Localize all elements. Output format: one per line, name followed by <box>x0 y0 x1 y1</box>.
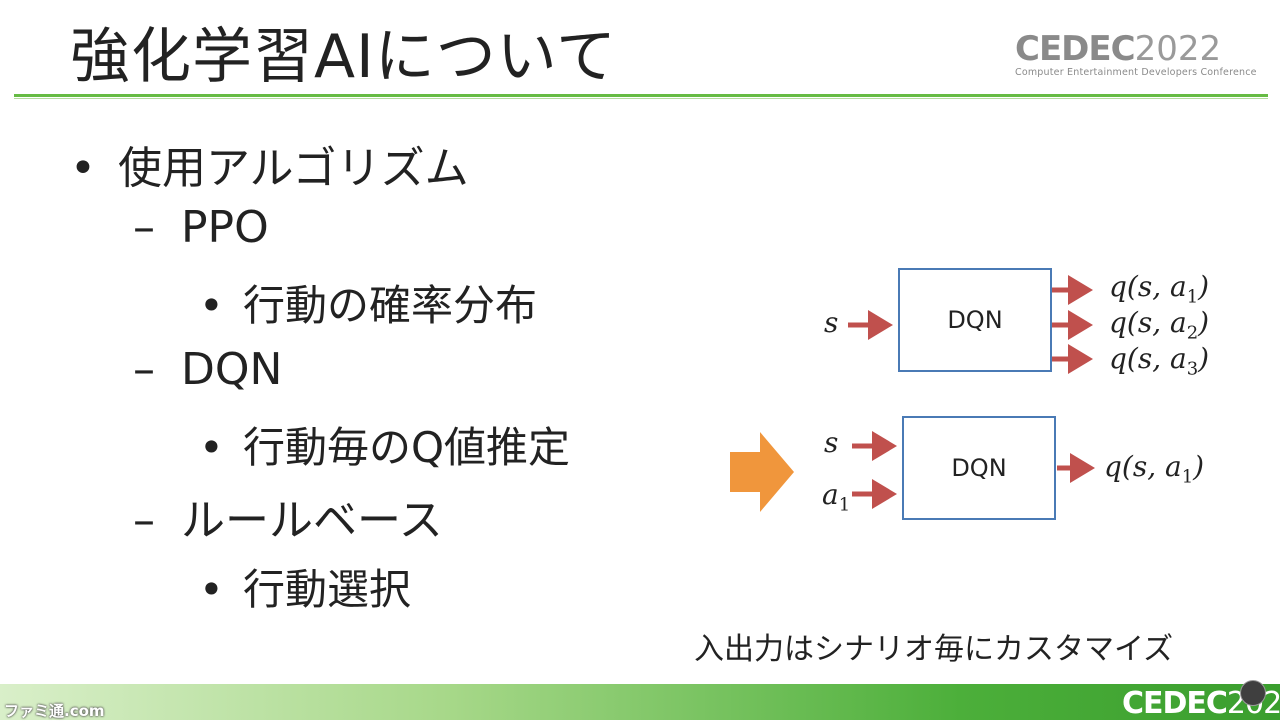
dqn-box-label: DQN <box>951 454 1007 482</box>
bullet-marker: • <box>199 565 224 614</box>
dash-marker: – <box>133 344 155 395</box>
bullet-rulebase-detail: • 行動選択 <box>199 556 411 617</box>
logo-subtitle: Computer Entertainment Developers Confer… <box>1015 67 1257 78</box>
input-label-a1: a1 <box>822 478 851 516</box>
bullet-text: ルールベース <box>181 495 443 546</box>
output-label-2: q(s, a2) <box>1109 306 1210 344</box>
bullet-rulebase: –ルールベース <box>133 484 443 548</box>
dqn-box-label: DQN <box>947 306 1003 334</box>
cedec-logo: CEDEC2022 Computer Entertainment Develop… <box>1015 29 1257 84</box>
dash-marker: – <box>133 202 155 253</box>
bullet-text: 行動選択 <box>243 565 412 614</box>
dqn-box-top: DQN <box>898 268 1052 372</box>
slide-title: 強化学習AIについて <box>70 22 617 92</box>
output-label-1: q(s, a1) <box>1104 450 1205 488</box>
bullet-text: 行動の確率分布 <box>243 281 538 330</box>
bullet-ppo-detail: • 行動の確率分布 <box>199 272 537 333</box>
bullet-marker: • <box>199 281 224 330</box>
logo-year: 2022 <box>1134 29 1222 69</box>
bullet-dqn: –DQN <box>133 344 282 395</box>
bullet-marker: • <box>70 143 96 194</box>
title-divider-light <box>14 98 1268 99</box>
bullet-text: 行動毎のQ値推定 <box>243 423 571 472</box>
bullet-dqn-detail: • 行動毎のQ値推定 <box>199 414 570 475</box>
diagram-caption: 入出力はシナリオ毎にカスタマイズ <box>694 632 1174 667</box>
watermark: ファミ通.com <box>4 702 105 720</box>
bullet-ppo: –PPO <box>133 202 269 253</box>
footer-logo-name: CEDEC <box>1122 686 1228 721</box>
dqn-box-bottom: DQN <box>902 416 1056 520</box>
input-label-s: s <box>824 306 839 339</box>
footer-bar <box>0 684 1280 720</box>
logo-name: CEDEC <box>1015 29 1136 69</box>
output-label-1: q(s, a1) <box>1109 270 1210 308</box>
output-label-3: q(s, a3) <box>1109 342 1210 380</box>
transition-arrow <box>730 432 794 512</box>
bullet-algorithms: • 使用アルゴリズム <box>70 132 469 196</box>
dash-marker: – <box>133 495 155 546</box>
bullet-marker: • <box>199 423 224 472</box>
corner-badge-icon <box>1240 680 1266 706</box>
bullet-text: DQN <box>181 344 283 395</box>
title-divider <box>14 94 1268 97</box>
bullet-text: PPO <box>181 202 269 253</box>
input-label-s: s <box>824 426 839 459</box>
bullet-text: 使用アルゴリズム <box>118 143 469 194</box>
